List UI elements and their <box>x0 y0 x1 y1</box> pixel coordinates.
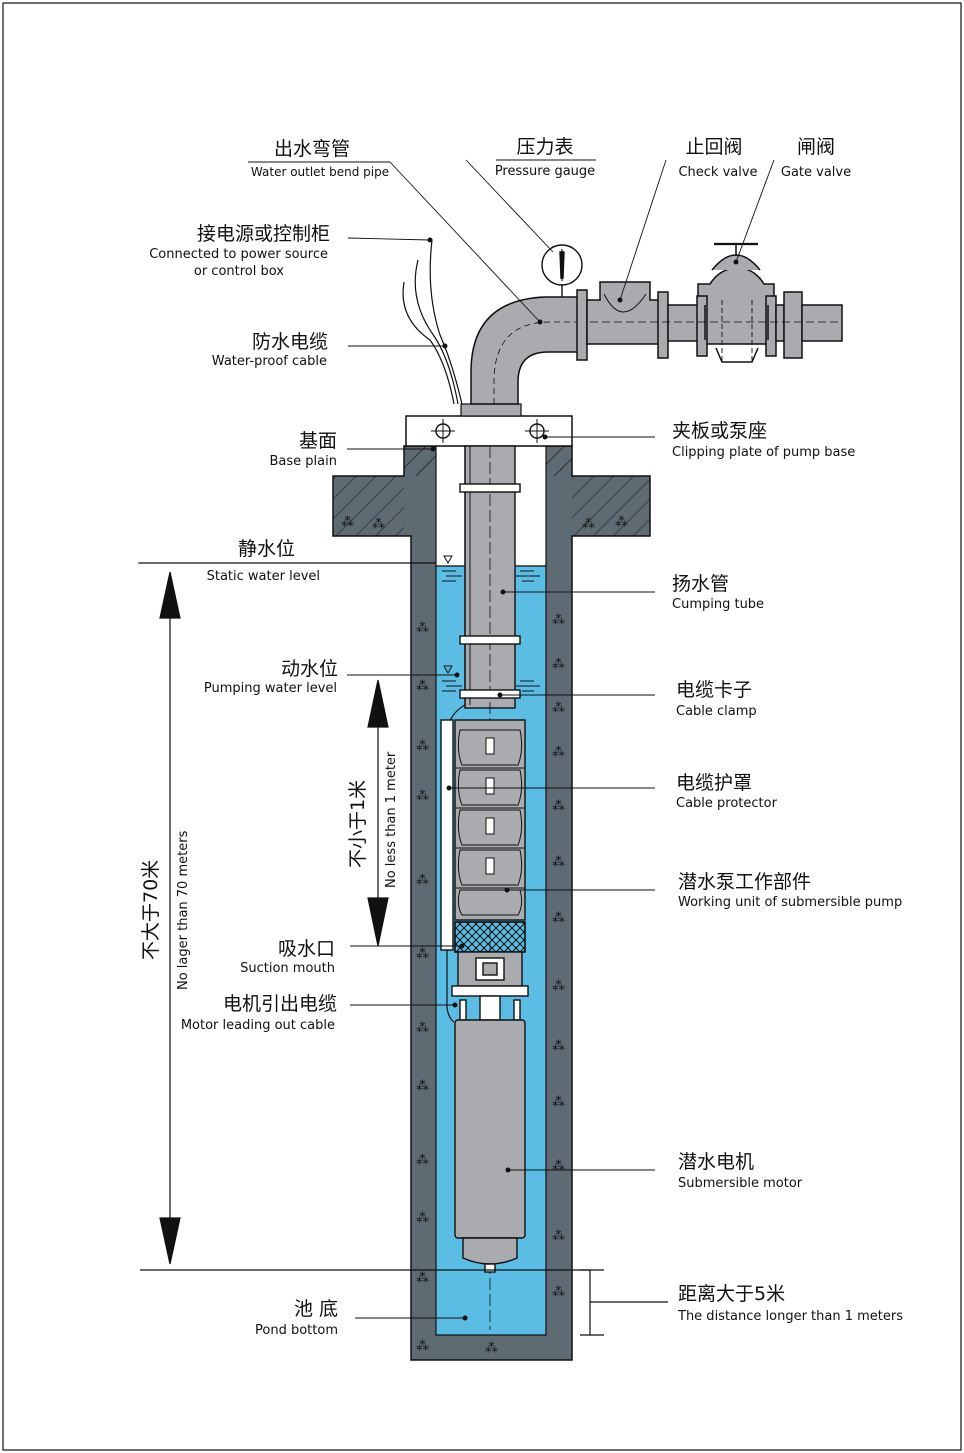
svg-text:⁂: ⁂ <box>582 517 595 532</box>
min-depth-zh: 不小于1米 <box>347 780 369 868</box>
dimension-lines <box>140 562 668 1336</box>
svg-text:⁂: ⁂ <box>552 657 565 672</box>
power-zh: 接电源或控制柜 <box>197 223 330 245</box>
cable-en: Water-proof cable <box>212 354 327 369</box>
tube-zh: 扬水管 <box>672 573 729 595</box>
motor-en: Submersible motor <box>678 1176 803 1191</box>
motor-zh: 潜水电机 <box>678 1151 754 1173</box>
check-valve-en: Check valve <box>678 165 757 180</box>
svg-text:⁂: ⁂ <box>615 515 628 530</box>
svg-text:⁂: ⁂ <box>485 1341 498 1356</box>
concrete-marks: ⁂ ⁂ ⁂ ⁂ ⁂ ⁂ ⁂ ⁂ ⁂ ⁂ ⁂ ⁂ ⁂ ⁂ ⁂ ⁂ ⁂ ⁂ ⁂ ⁂ ⁂ ⁂ ⁂ ⁂ ⁂ ⁂ ⁂ ⁂ ⁂ ⁂ <box>341 515 628 1356</box>
svg-text:⁂: ⁂ <box>552 745 565 760</box>
pumping-level-zh: 动水位 <box>281 658 338 680</box>
svg-text:⁂: ⁂ <box>416 1271 429 1286</box>
cable-protector-zh: 电缆护罩 <box>676 772 752 794</box>
pressure-gauge-zh: 压力表 <box>516 136 573 158</box>
svg-text:⁂: ⁂ <box>552 979 565 994</box>
svg-text:⁂: ⁂ <box>416 789 429 804</box>
svg-text:⁂: ⁂ <box>552 613 565 628</box>
svg-text:⁂: ⁂ <box>416 621 429 636</box>
leader-lines <box>138 159 775 1319</box>
svg-text:⁂: ⁂ <box>552 701 565 716</box>
svg-text:⁂: ⁂ <box>416 1021 429 1036</box>
gate-valve-zh: 闸阀 <box>797 136 835 158</box>
power-en1: Connected to power source <box>149 247 328 262</box>
tube-en: Cumping tube <box>672 597 764 612</box>
pressure-gauge <box>541 244 583 297</box>
motor-cable-en: Motor leading out cable <box>181 1018 335 1033</box>
cable-clamp-zh: 电缆卡子 <box>676 679 752 701</box>
svg-text:⁂: ⁂ <box>416 1211 429 1226</box>
check-valve-zh: 止回阀 <box>685 136 742 158</box>
svg-text:⁂: ⁂ <box>552 1039 565 1054</box>
pump-assembly <box>440 445 529 1330</box>
suction-zh: 吸水口 <box>278 938 335 960</box>
svg-text:⁂: ⁂ <box>416 1153 429 1168</box>
svg-text:⁂: ⁂ <box>416 739 429 754</box>
motor-cable-zh: 电机引出电缆 <box>223 993 337 1015</box>
svg-text:⁂: ⁂ <box>552 911 565 926</box>
suction-en: Suction mouth <box>240 961 335 976</box>
working-unit-zh: 潜水泵工作部件 <box>678 871 811 893</box>
pond-bottom-zh: 池 底 <box>294 1298 338 1320</box>
gate-valve-en: Gate valve <box>781 165 851 180</box>
static-level-zh: 静水位 <box>238 538 295 560</box>
svg-text:⁂: ⁂ <box>552 1229 565 1244</box>
outlet-bend-zh: 出水弯管 <box>274 138 350 160</box>
svg-text:⁂: ⁂ <box>341 515 354 530</box>
working-unit-en: Working unit of submersible pump <box>678 895 902 910</box>
base-zh: 基面 <box>299 430 337 452</box>
svg-text:⁂: ⁂ <box>552 1285 565 1300</box>
pressure-gauge-en: Pressure gauge <box>495 164 595 179</box>
cable-clamp-en: Cable clamp <box>676 704 757 719</box>
svg-text:⁂: ⁂ <box>416 1079 429 1094</box>
max-depth-zh: 不大于70米 <box>140 860 162 960</box>
power-cable-wires <box>402 239 463 405</box>
svg-text:⁂: ⁂ <box>372 517 385 532</box>
static-level-en: Static water level <box>207 569 320 584</box>
min-depth-en: No less than 1 meter <box>384 751 399 888</box>
svg-text:⁂: ⁂ <box>552 799 565 814</box>
svg-text:⁂: ⁂ <box>416 1339 429 1354</box>
labels: 出水弯管 Water outlet bend pipe 压力表 Pressure… <box>140 136 903 1338</box>
pump-base-plate <box>405 403 573 447</box>
outlet-pipework <box>470 242 843 405</box>
svg-text:⁂: ⁂ <box>416 679 429 694</box>
svg-text:⁂: ⁂ <box>552 855 565 870</box>
clip-plate-en: Clipping plate of pump base <box>672 445 855 460</box>
distance-zh: 距离大于5米 <box>678 1283 785 1305</box>
cable-protector-en: Cable protector <box>676 796 778 811</box>
svg-text:⁂: ⁂ <box>552 1159 565 1174</box>
base-en: Base plain <box>270 454 337 469</box>
pumping-level-en: Pumping water level <box>204 681 337 696</box>
svg-text:⁂: ⁂ <box>552 1095 565 1110</box>
pond-bottom-en: Pond bottom <box>255 1323 338 1338</box>
svg-text:⁂: ⁂ <box>416 947 429 962</box>
power-en2: or control box <box>194 264 284 279</box>
outlet-bend-en: Water outlet bend pipe <box>251 165 389 179</box>
max-depth-en: No lager than 70 meters <box>176 830 191 990</box>
cable-zh: 防水电缆 <box>252 331 328 353</box>
clip-plate-zh: 夹板或泵座 <box>672 420 767 442</box>
distance-en: The distance longer than 1 meters <box>677 1309 903 1324</box>
svg-text:⁂: ⁂ <box>416 873 429 888</box>
